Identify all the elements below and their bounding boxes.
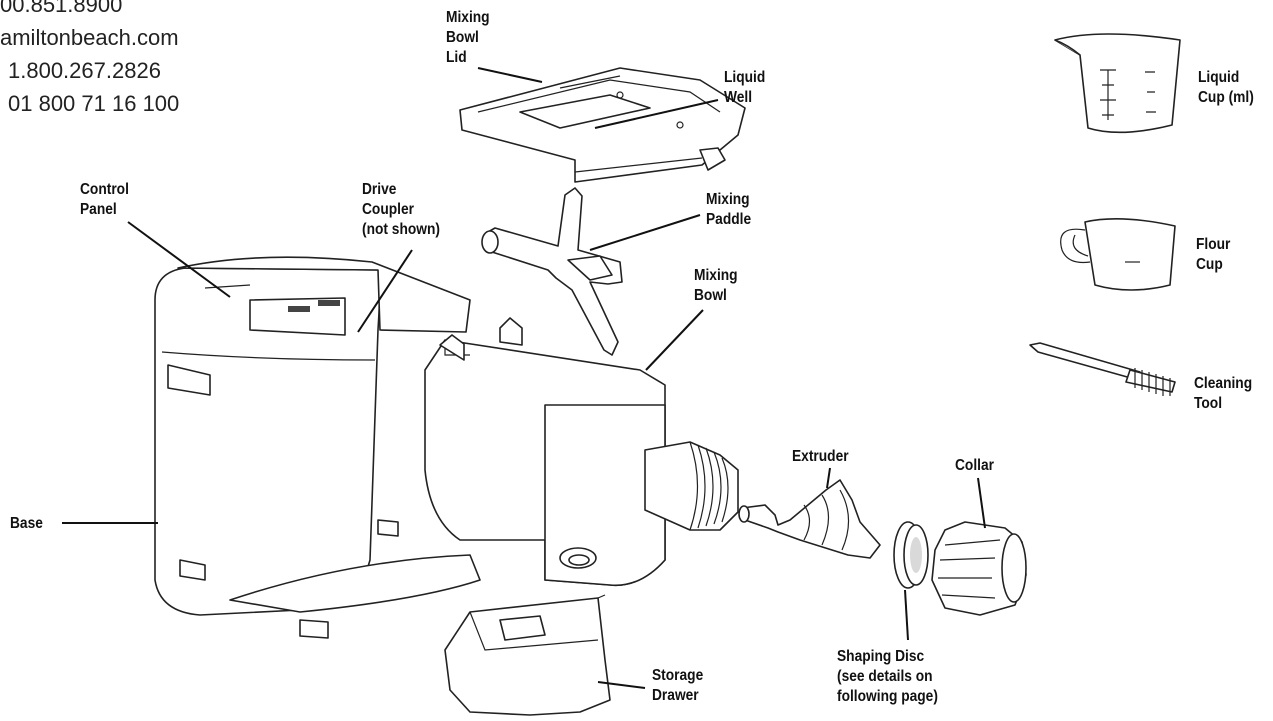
label-line: Liquid	[1198, 69, 1240, 86]
collar-illustration	[931, 521, 1027, 616]
label-mixing-paddle: Mixing Paddle	[706, 190, 751, 230]
leader-mixing-paddle	[589, 214, 701, 251]
label-drive-coupler: Drive Coupler (not shown)	[362, 180, 440, 240]
label-line: Base	[10, 515, 43, 532]
label-line: Collar	[955, 457, 994, 474]
liquid-cup-illustration	[1054, 33, 1181, 134]
label-line: Extruder	[792, 448, 849, 465]
shaping-disc-illustration	[893, 521, 929, 589]
extruder-illustration	[738, 479, 881, 559]
label-line: Cleaning	[1194, 375, 1253, 392]
label-storage-drawer: Storage Drawer	[652, 666, 703, 706]
leader-storage-drawer	[597, 681, 646, 689]
contact-phone-canada: 1.800.267.2826	[8, 58, 161, 83]
label-liquid-well: Liquid Well	[724, 68, 765, 108]
label-line: Drawer	[652, 687, 699, 704]
leader-collar	[977, 477, 986, 529]
label-line: Panel	[80, 201, 117, 218]
leader-control-panel	[127, 221, 231, 298]
label-line: Bowl	[446, 29, 479, 46]
leader-liquid-well	[594, 99, 719, 129]
extruder-housing-illustration	[644, 441, 739, 531]
label-line: (not shown)	[362, 221, 440, 238]
label-line: Control	[80, 181, 129, 198]
label-flour-cup: Flour Cup	[1196, 235, 1230, 275]
label-control-panel: Control Panel	[80, 180, 129, 220]
label-line: Mixing	[694, 267, 738, 284]
label-line: Lid	[446, 49, 467, 66]
label-line: Drive	[362, 181, 397, 198]
label-line: Mixing	[446, 9, 490, 26]
leader-lines	[62, 67, 986, 689]
label-line: Cup	[1196, 256, 1223, 273]
label-line: Cup (ml)	[1198, 89, 1254, 106]
label-line: Paddle	[706, 211, 752, 228]
label-mixing-bowl: Mixing Bowl	[694, 266, 738, 306]
leader-mixing-bowl	[645, 309, 704, 371]
label-line: Well	[724, 89, 753, 106]
contact-phone-us: 00.851.8900	[0, 0, 123, 17]
label-liquid-cup: Liquid Cup (ml)	[1198, 68, 1254, 108]
mixing-bowl-lid-illustration	[459, 67, 746, 183]
label-shaping-disc: Shaping Disc (see details on following p…	[837, 647, 938, 707]
leader-shaping-disc	[904, 589, 909, 641]
mixing-bowl-illustration	[424, 317, 666, 587]
label-line: Bowl	[694, 287, 727, 304]
leader-drive-coupler	[357, 249, 413, 333]
label-line: Shaping Disc	[837, 648, 925, 665]
label-cleaning-tool: Cleaning Tool	[1194, 374, 1252, 414]
base-illustration	[154, 256, 481, 639]
storage-drawer-illustration	[444, 594, 611, 716]
label-line: Storage	[652, 667, 704, 684]
contact-website: amiltonbeach.com	[0, 25, 179, 50]
mixing-paddle-illustration	[481, 187, 623, 356]
label-line: Tool	[1194, 395, 1223, 412]
label-line: Flour	[1196, 236, 1231, 253]
label-line: Mixing	[706, 191, 750, 208]
flour-cup-illustration	[1060, 218, 1176, 291]
leader-extruder	[826, 467, 831, 489]
label-line: Liquid	[724, 69, 766, 86]
label-base: Base	[10, 514, 43, 534]
label-extruder: Extruder	[792, 447, 849, 467]
label-line: following page)	[837, 688, 938, 705]
leader-mixing-bowl-lid	[477, 67, 543, 83]
label-mixing-bowl-lid: Mixing Bowl Lid	[446, 8, 490, 68]
contact-phone-mexico: 01 800 71 16 100	[8, 91, 180, 116]
label-collar: Collar	[955, 456, 994, 476]
cleaning-tool-illustration	[1029, 342, 1176, 396]
label-line: Coupler	[362, 201, 414, 218]
label-line: (see details on	[837, 668, 933, 685]
